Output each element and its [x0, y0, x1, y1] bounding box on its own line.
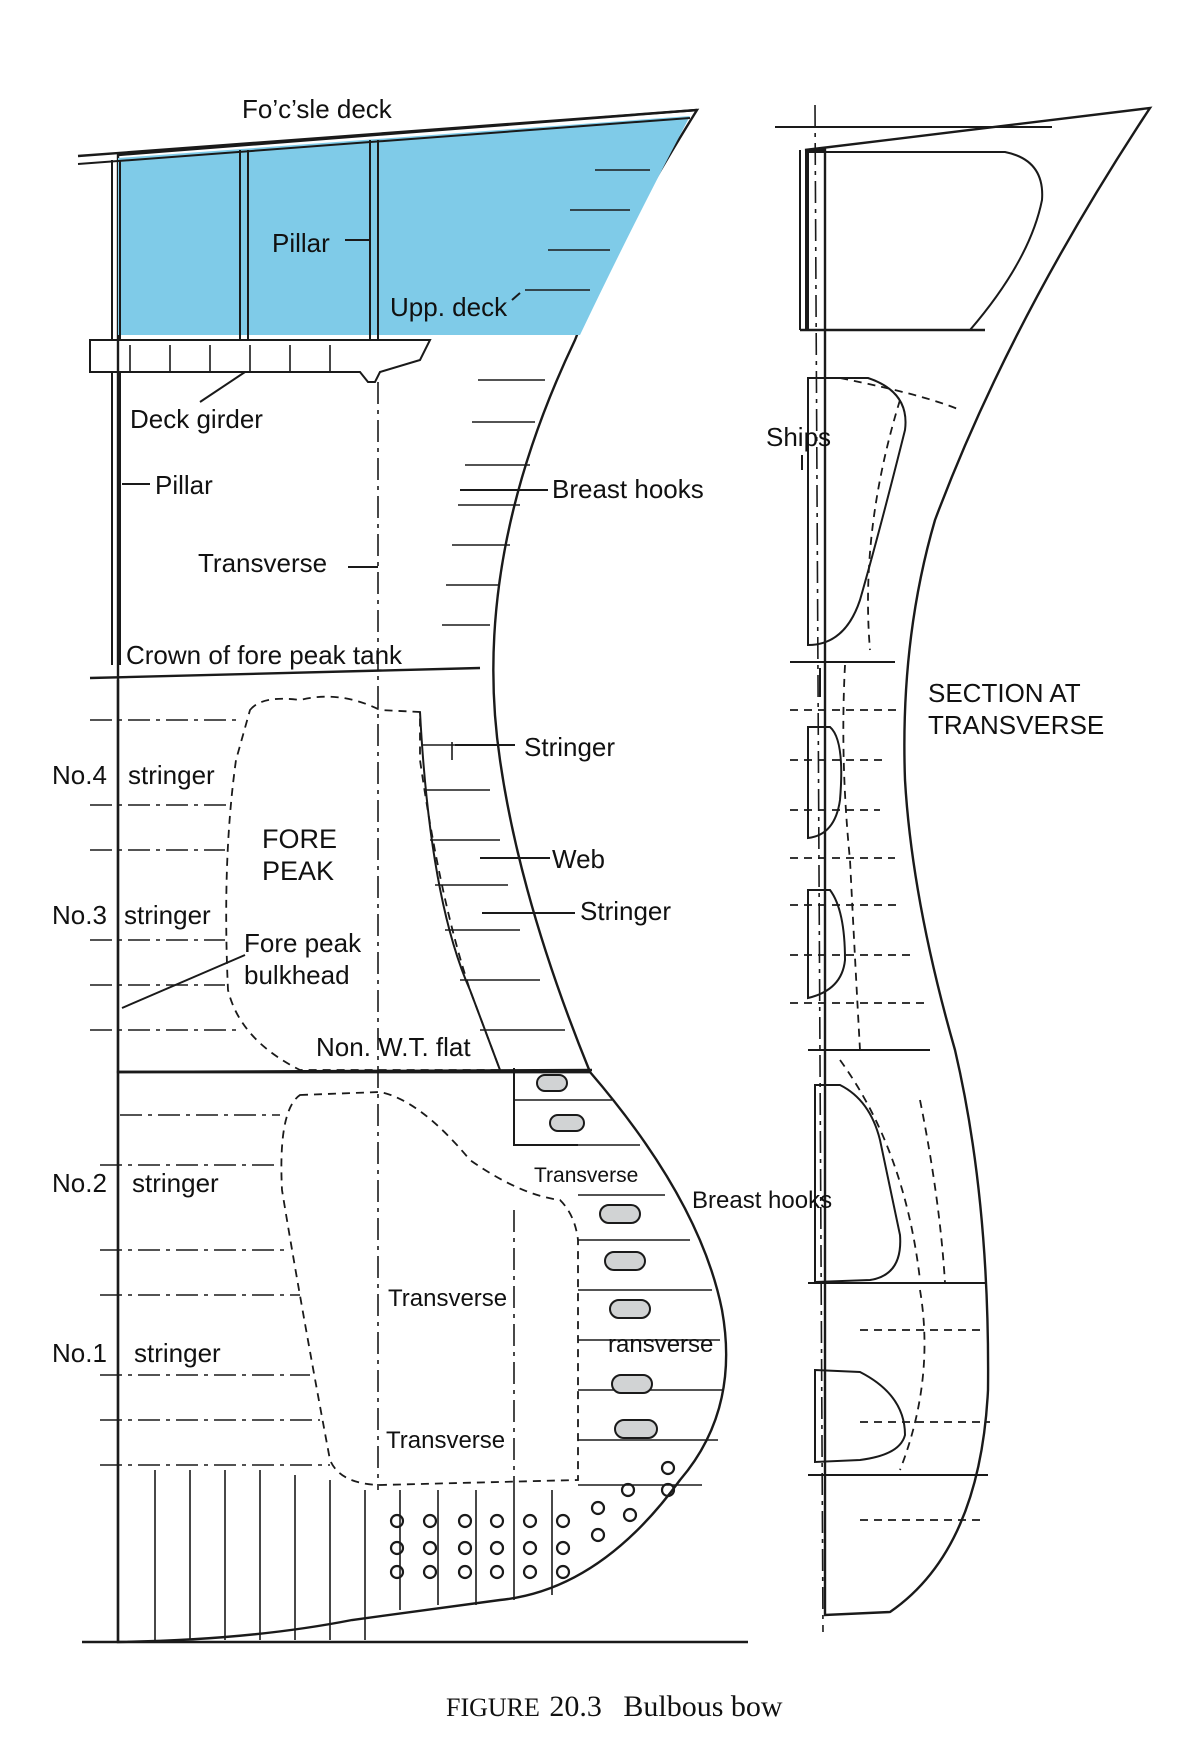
caption-figure: FIGURE	[446, 1693, 540, 1722]
caption-number: 20.3	[549, 1690, 602, 1723]
section-upper-tank	[807, 151, 1044, 331]
label-ships: Ships	[766, 422, 831, 452]
label-fore-peak-1: FORE	[262, 824, 337, 854]
label-fp-bulkhead-2: bulkhead	[244, 960, 350, 990]
label-no3-stringer: stringer	[124, 900, 211, 930]
profile-view	[77, 108, 748, 1644]
section-tank-3	[807, 889, 847, 1000]
label-no3: No.3	[52, 900, 107, 930]
label-no2-stringer: stringer	[132, 1168, 219, 1198]
label-transverse-d: Transverse	[386, 1427, 505, 1454]
label-pillar-mid: Pillar	[155, 470, 213, 500]
bulb-region	[116, 1070, 728, 1644]
label-no1: No.1	[52, 1338, 107, 1368]
bulb-tank	[280, 1091, 579, 1486]
label-breast-hooks-bottom: Breast hooks	[692, 1187, 832, 1214]
label-deck-girder: Deck girder	[130, 404, 263, 434]
label-upp-deck: Upp. deck	[390, 292, 508, 322]
forecastle-compartment	[118, 116, 690, 335]
section-tank-5	[814, 1368, 907, 1464]
label-transverse-c: ransverse	[608, 1331, 713, 1358]
section-tank-4	[814, 1084, 902, 1284]
figure-caption: FIGURE 20.3 Bulbous bow	[446, 1690, 783, 1723]
label-section-2: TRANSVERSE	[928, 710, 1104, 740]
label-non-wt-flat: Non. W.T. flat	[316, 1032, 471, 1062]
label-stringer-upper: Stringer	[524, 732, 615, 762]
caption-title: Bulbous bow	[623, 1690, 783, 1723]
label-transverse-a: Transverse	[534, 1164, 638, 1187]
label-web: Web	[552, 844, 605, 874]
label-fore-peak-2: PEAK	[262, 856, 334, 886]
fore-peak-tank	[225, 695, 502, 1071]
label-transverse-b: Transverse	[388, 1285, 507, 1312]
label-breast-hooks-top: Breast hooks	[552, 474, 704, 504]
label-section-1: SECTION AT	[928, 678, 1081, 708]
section-hull	[804, 106, 1153, 1617]
label-no4-stringer: stringer	[128, 760, 215, 790]
section-tank-2	[807, 726, 843, 840]
label-pillar-top: Pillar	[272, 228, 330, 258]
section-tank-1	[807, 377, 907, 647]
label-no2: No.2	[52, 1168, 107, 1198]
section-view	[775, 104, 1153, 1633]
label-focsle-deck: Fo’c’sle deck	[242, 94, 393, 124]
label-no4: No.4	[52, 760, 107, 790]
label-transverse-mid: Transverse	[198, 548, 327, 578]
label-no1-stringer: stringer	[134, 1338, 221, 1368]
label-crown: Crown of fore peak tank	[126, 640, 403, 670]
labels: Fo’c’sle deck Pillar Upp. deck Deck gird…	[52, 94, 1104, 1454]
label-fp-bulkhead-1: Fore peak	[244, 928, 362, 958]
label-stringer-lower: Stringer	[580, 896, 671, 926]
